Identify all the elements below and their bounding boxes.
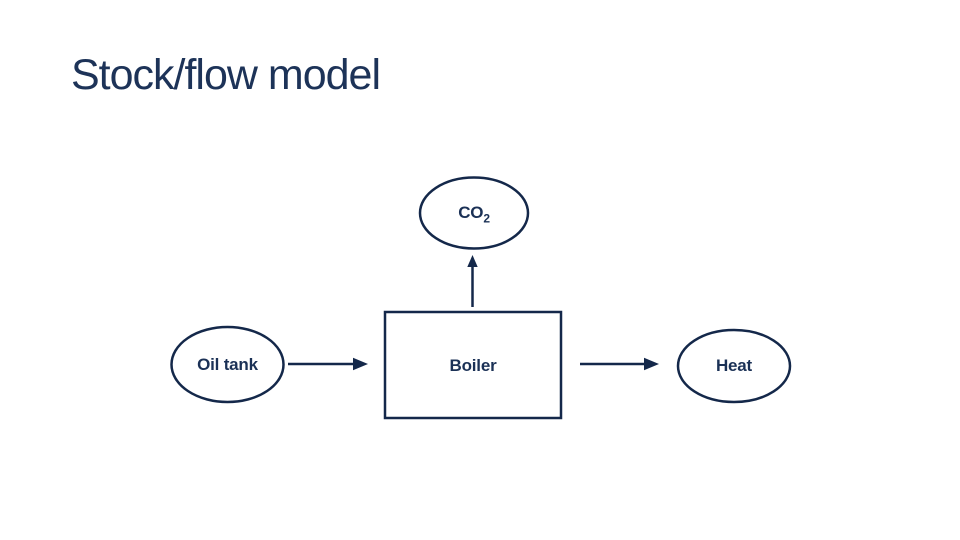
oil-tank-ellipse-shape [170,325,285,404]
boiler-label: Boiler [449,355,497,375]
co2-label-main: CO [458,203,484,222]
co2-ellipse-shape [418,176,530,250]
oil-tank-label: Oil tank [197,355,258,374]
co2-label-subscript: 2 [483,211,490,226]
boiler-rect-shape [383,310,563,420]
co2-label: CO2 [458,203,490,226]
arrow-oil-to-boiler-head [353,357,368,371]
arrow-boiler-to-heat-head [644,357,659,371]
heat-label: Heat [715,356,753,375]
arrow-boiler-to-co2-head [467,255,478,267]
slide-title: Stock/flow model [71,51,381,99]
heat-ellipse-shape [676,328,792,404]
